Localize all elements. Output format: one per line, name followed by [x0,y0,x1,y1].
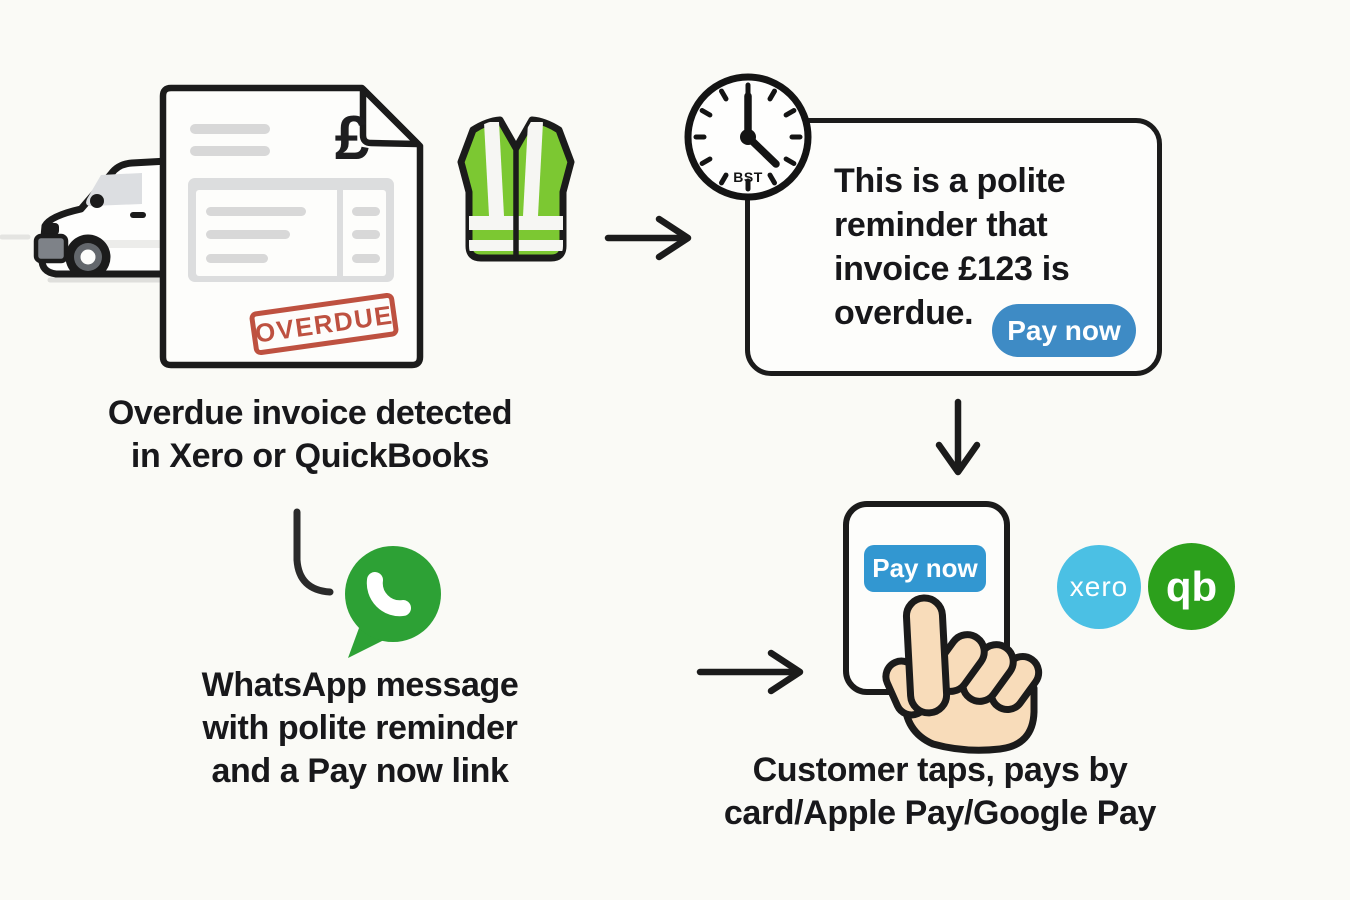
tap-hand-icon [882,594,1043,754]
invoice-document-outline [159,84,424,369]
pay-now-button-phone[interactable]: Pay now [864,545,986,592]
clock-icon [684,73,812,201]
arrow-right-icon-2 [696,649,804,695]
arrow-right-icon-1 [604,215,692,261]
pay-now-button-bubble[interactable]: Pay now [992,304,1136,357]
clock-timezone-label: BST [733,169,763,185]
message-text: This is a polite reminder that invoice £… [834,162,1070,332]
payment-caption: Customer taps, pays by card/Apple Pay/Go… [723,751,1157,832]
phone-handset-icon [366,572,411,617]
quickbooks-logo: qb [1148,543,1235,630]
whatsapp-icon [345,546,441,658]
whatsapp-caption: WhatsApp message with polite reminder an… [201,666,519,790]
arrow-down-icon [935,398,981,476]
folded-corner-icon [359,85,422,148]
step1-caption: Overdue invoice detected in Xero or Quic… [107,394,513,475]
connector-line [293,508,334,596]
message-bubble: This is a polite reminder that invoice £… [745,118,1162,376]
van-icon [0,157,172,283]
xero-logo: xero [1057,545,1141,629]
hi-vis-vest-icon [457,116,575,262]
